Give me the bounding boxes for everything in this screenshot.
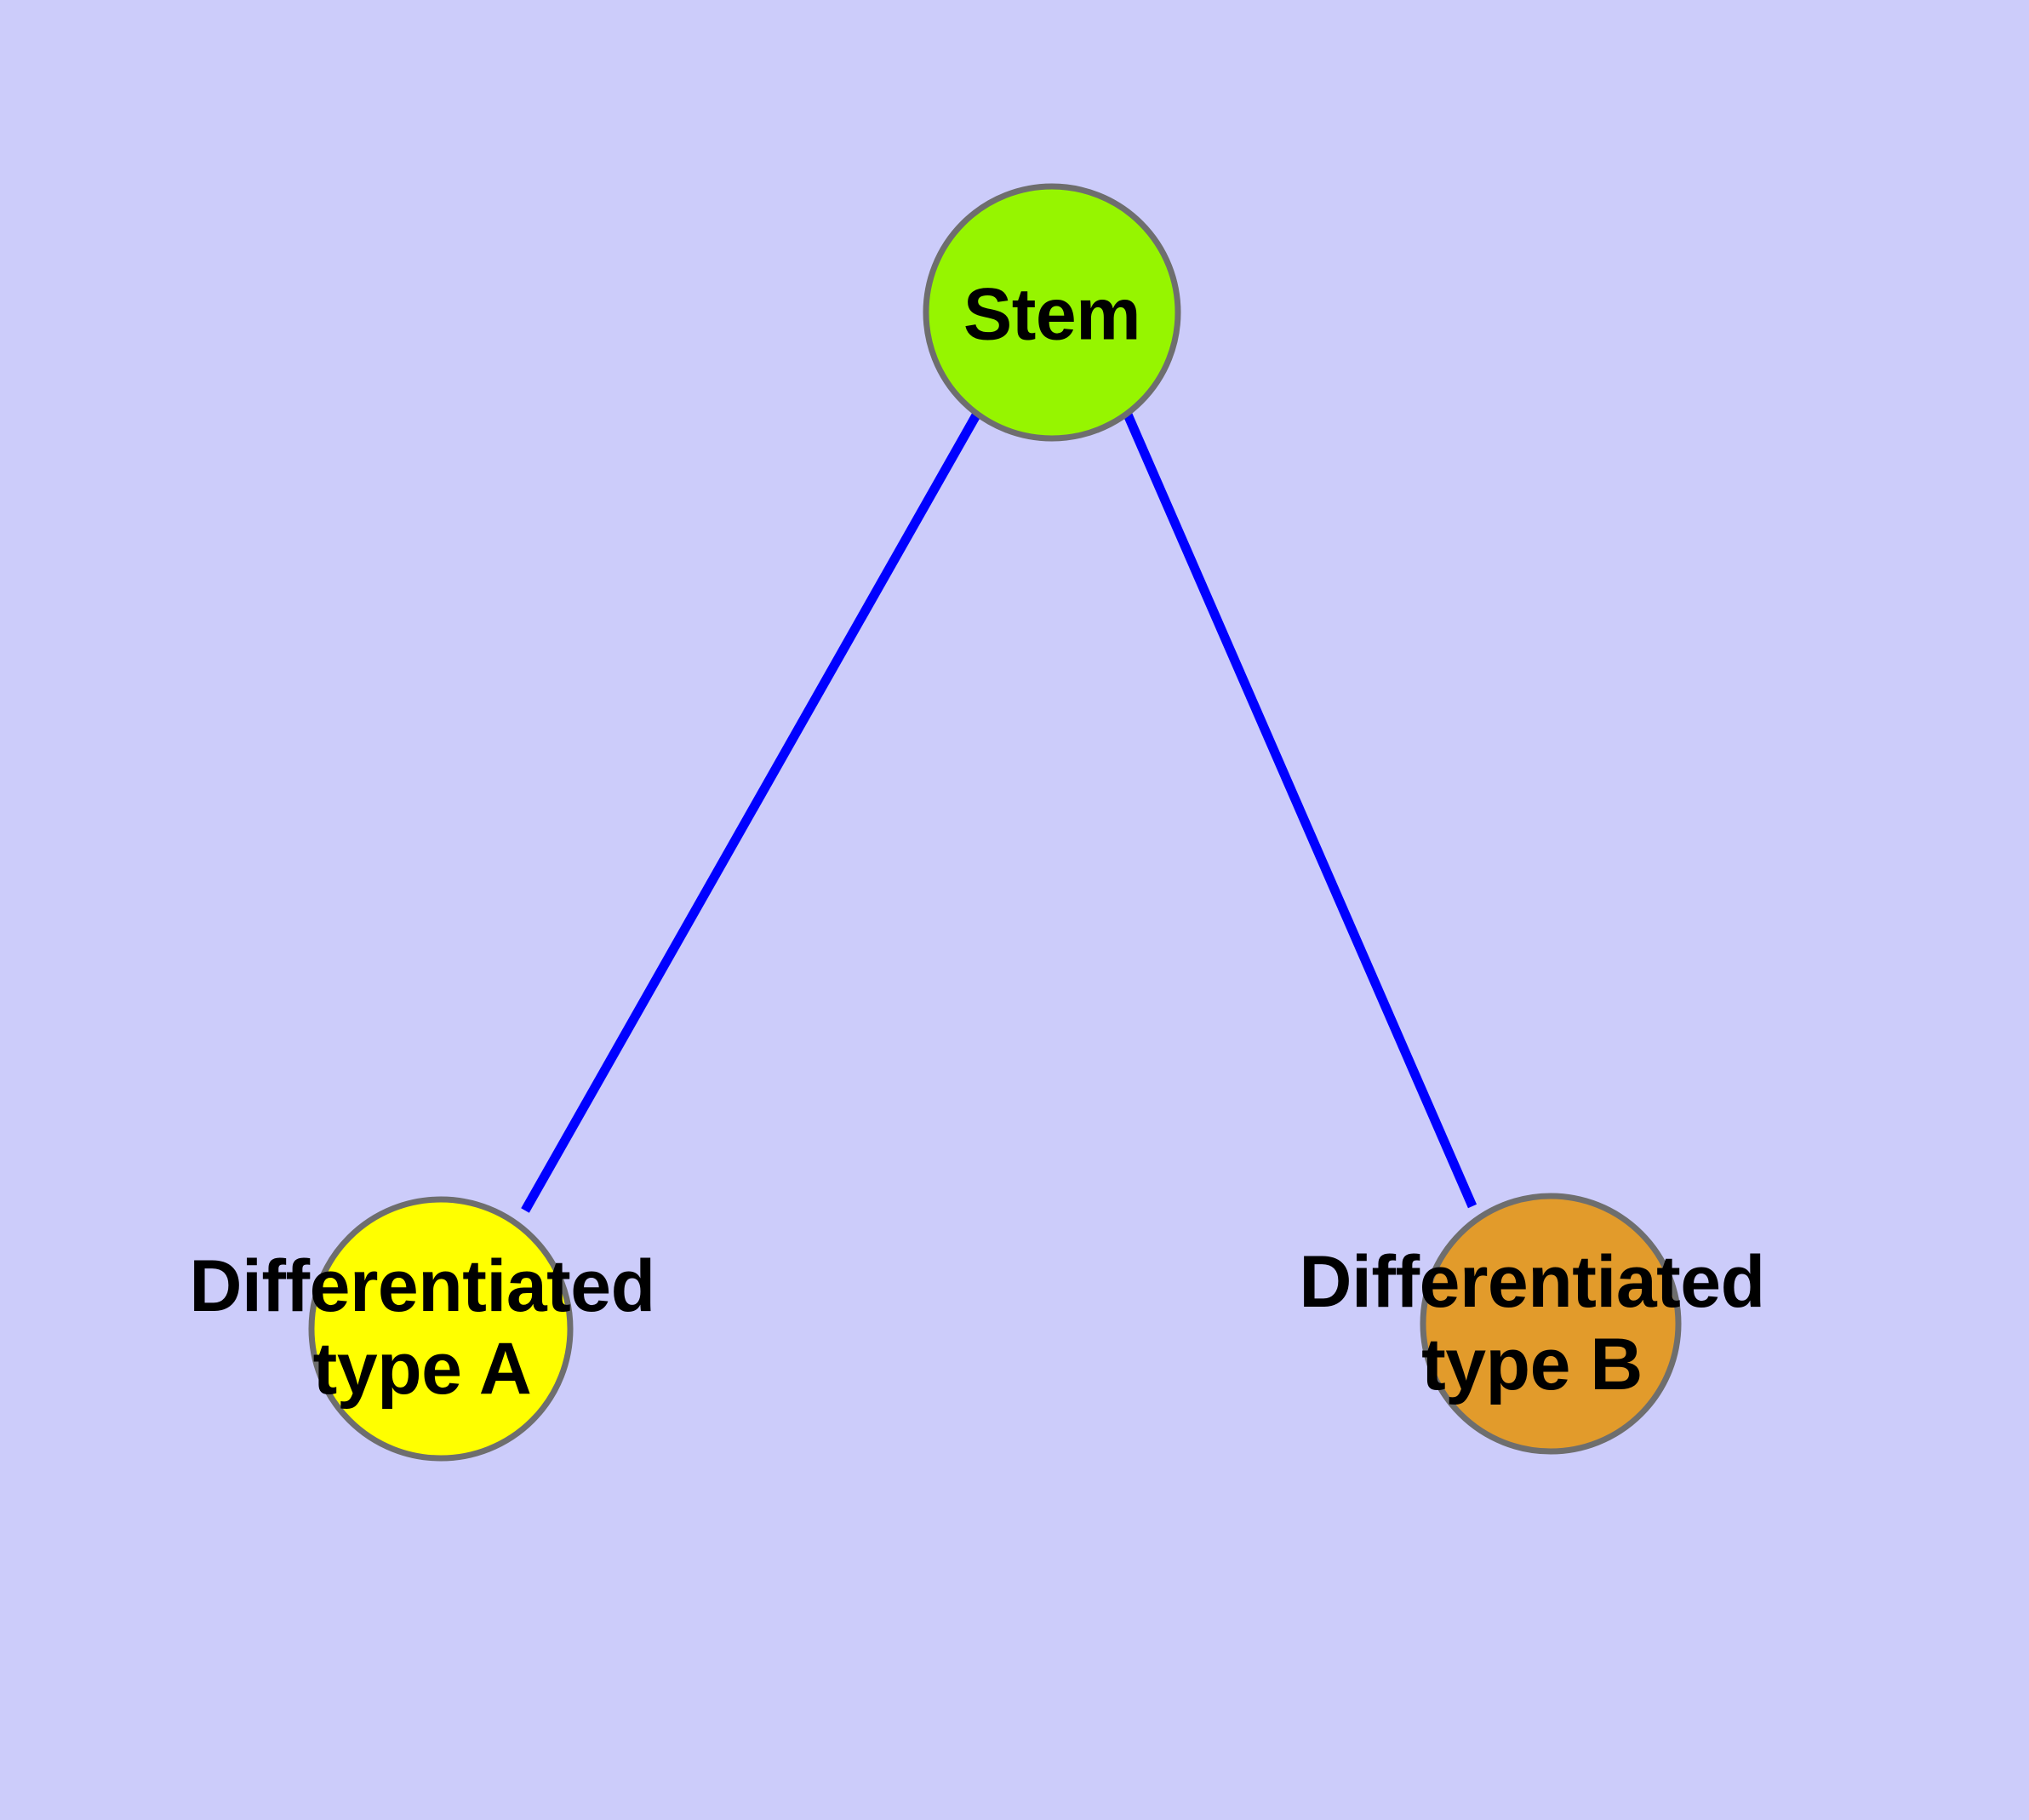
graph-edge-edge-stem-a[interactable] [521, 411, 981, 1213]
edges-group [521, 411, 1477, 1213]
graph-edge-edge-stem-b[interactable] [1123, 412, 1477, 1209]
graph-node-stem[interactable] [923, 183, 1181, 442]
graph-node-diff-a[interactable] [308, 1196, 574, 1462]
graph-node-diff-b[interactable] [1420, 1193, 1682, 1455]
nodes-group [308, 183, 1682, 1462]
